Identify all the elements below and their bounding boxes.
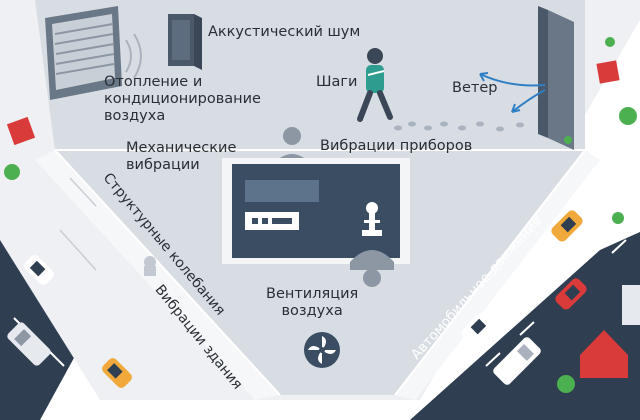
tree-icon-4 bbox=[612, 212, 624, 224]
label-mechanical-vibrations: Механические вибрации bbox=[126, 140, 237, 173]
walking-person-icon bbox=[357, 48, 393, 122]
label-footsteps: Шаги bbox=[316, 74, 358, 90]
tree-icon-1 bbox=[4, 164, 20, 180]
microscope-icon bbox=[362, 202, 382, 236]
house-icon-4 bbox=[622, 285, 640, 325]
tree-icon-6 bbox=[564, 136, 572, 144]
server-cabinet-icon bbox=[168, 14, 202, 70]
wind-arrows-icon bbox=[479, 72, 546, 113]
fan-icon bbox=[304, 332, 340, 368]
bus-icon-left bbox=[7, 322, 51, 366]
house-icon-1 bbox=[6, 116, 36, 146]
car-icon-left-2 bbox=[102, 358, 132, 388]
bus-icon-right bbox=[493, 337, 541, 385]
label-instrument-vibrations: Вибрации приборов bbox=[320, 138, 473, 154]
tree-icon-3 bbox=[619, 107, 637, 125]
footprints-icon bbox=[394, 121, 524, 132]
tree-icon-2 bbox=[605, 37, 615, 47]
label-acoustic-noise: Аккустический шум bbox=[208, 24, 361, 40]
label-heating-ac: Отопление и кондиционирование воздуха bbox=[104, 74, 261, 124]
left-wall-strip bbox=[35, 150, 280, 400]
house-icon-2 bbox=[596, 60, 620, 84]
car-icon-right-1 bbox=[551, 210, 583, 242]
label-air-ventilation: Вентиляция воздуха bbox=[266, 286, 359, 319]
car-icon-left-1 bbox=[24, 255, 54, 285]
car-icon-right-2 bbox=[555, 278, 587, 310]
air-vent-icon bbox=[45, 6, 142, 100]
house-icon-3 bbox=[580, 330, 628, 378]
right-wall-strip bbox=[395, 150, 600, 400]
label-wind: Ветер bbox=[452, 80, 498, 96]
car-icon-right-3 bbox=[461, 312, 493, 344]
door-icon bbox=[538, 6, 574, 150]
technician-icon-2 bbox=[350, 250, 394, 287]
floor-fixture-icon bbox=[144, 256, 156, 276]
lab-table bbox=[222, 158, 410, 264]
tree-icon-5 bbox=[557, 375, 575, 393]
